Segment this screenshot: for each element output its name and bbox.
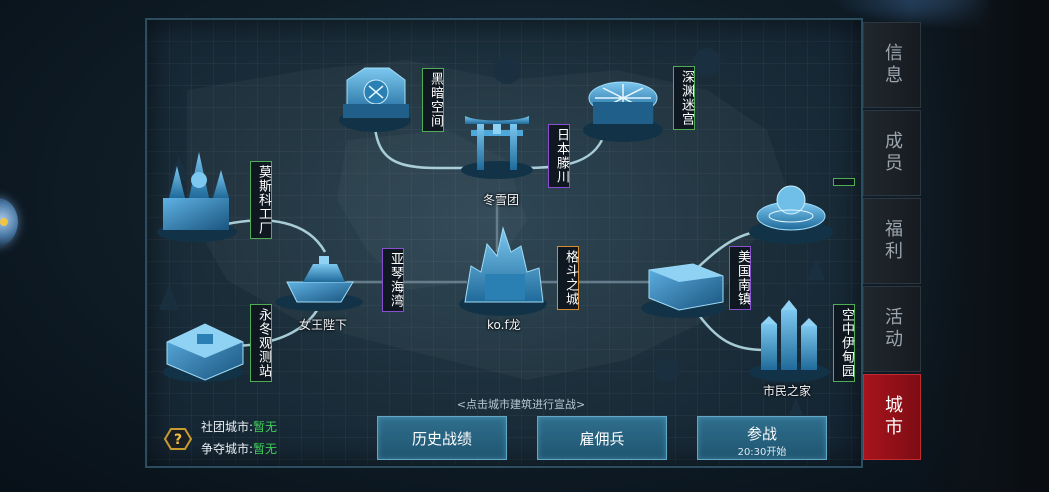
- dark-space-building: [339, 67, 411, 132]
- tree: [787, 398, 805, 420]
- tree: [493, 56, 521, 84]
- occupant-fight-city: ko.f龙: [487, 318, 521, 332]
- svg-text:?: ?: [174, 432, 182, 448]
- winter-station-building: [163, 323, 244, 382]
- guild-city-value: 暂无: [253, 420, 278, 434]
- history-record-label: 历史战绩: [411, 430, 472, 448]
- fight-city-building: [459, 226, 547, 316]
- city-map-panel: 黑暗空间 深渊迷宫 日本滕川 莫斯科工厂 亚琴海湾 格斗之城 美国南镇 永冬观测…: [145, 18, 863, 468]
- label-winter-station[interactable]: 永冬观测站: [250, 304, 272, 382]
- abyss-maze-building: [583, 81, 663, 142]
- tab-welfare[interactable]: 福利: [863, 198, 921, 284]
- contest-city-row: 争夺城市:暂无: [201, 440, 277, 457]
- label-moscow-factory[interactable]: 莫斯科工厂: [250, 161, 272, 239]
- guild-city-label: 社团城市:: [201, 420, 254, 434]
- city-map: [157, 48, 833, 420]
- occupant-sky-eden: 市民之家: [763, 384, 812, 398]
- tab-activities[interactable]: 活动: [863, 286, 921, 372]
- tree: [159, 284, 179, 310]
- history-record-button[interactable]: 历史战绩: [377, 416, 507, 460]
- tab-cities[interactable]: 城市: [863, 374, 921, 460]
- join-battle-button[interactable]: 参战 20:30开始: [697, 416, 827, 460]
- route-south-to-eden: [693, 309, 768, 352]
- label-yaqin-bay[interactable]: 亚琴海湾: [382, 248, 404, 312]
- route-dark-to-tengchuan: [373, 127, 487, 170]
- moscow-building: [157, 152, 237, 242]
- label-us-south-town[interactable]: 美国南镇: [729, 246, 751, 310]
- sky-eden-building: [749, 300, 829, 382]
- label-sky-eden[interactable]: 空中伊甸园: [833, 304, 855, 382]
- mercenary-button[interactable]: 雇佣兵: [537, 416, 667, 460]
- label-dark-space[interactable]: 黑暗空间: [422, 68, 444, 132]
- join-battle-label: 参战: [746, 425, 777, 443]
- tree: [807, 258, 825, 280]
- declare-war-hint: <点击城市建筑进行宣战>: [456, 398, 586, 411]
- torii-building: [461, 116, 533, 179]
- label-sky-noah[interactable]: [833, 178, 855, 186]
- yacht-building: [275, 256, 363, 311]
- mercenary-label: 雇佣兵: [579, 430, 625, 448]
- tree: [169, 156, 189, 180]
- contest-city-value: 暂无: [253, 442, 278, 456]
- battle-time-label: 20:30开始: [737, 447, 787, 458]
- label-abyss-maze[interactable]: 深渊迷宫: [673, 66, 695, 130]
- sky-noah-building: [749, 185, 833, 244]
- orb-dot: [0, 218, 8, 226]
- help-question-icon[interactable]: ?: [161, 426, 195, 452]
- tab-info[interactable]: 信息: [863, 22, 921, 108]
- side-orb-icon[interactable]: [0, 198, 18, 246]
- trees: [159, 48, 825, 420]
- route-moscow-to-yaqin: [226, 219, 327, 253]
- occupant-tengchuan: 冬雪团: [483, 193, 520, 207]
- tree: [655, 358, 679, 382]
- contest-city-label: 争夺城市:: [201, 442, 254, 456]
- guild-city-row: 社团城市:暂无: [201, 418, 277, 435]
- tree: [693, 48, 721, 76]
- label-fight-city[interactable]: 格斗之城: [557, 246, 579, 310]
- side-tabs: 信息 成员 福利 活动 城市: [863, 22, 921, 462]
- label-japan-tengchuan[interactable]: 日本滕川: [548, 124, 570, 188]
- occupant-yaqin: 女王陛下: [299, 318, 348, 332]
- south-town-building: [641, 263, 725, 318]
- right-shade: [909, 0, 1049, 492]
- tab-members[interactable]: 成员: [863, 110, 921, 196]
